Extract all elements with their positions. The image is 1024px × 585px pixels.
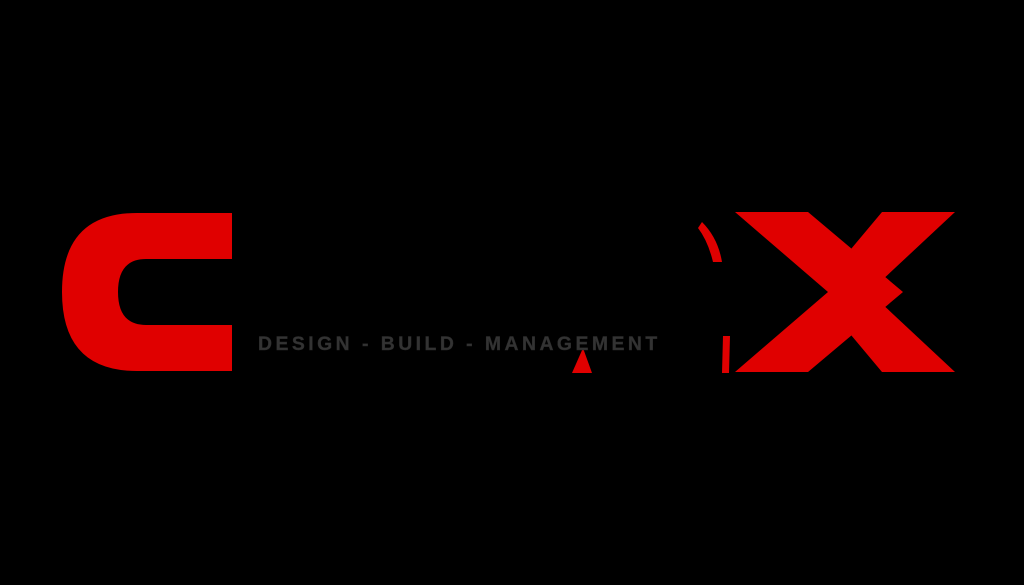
letter-c-mark [62,213,232,371]
letter-x-lower-right-wedge [846,301,955,372]
hidden-letter-crescent-fragment [698,222,722,262]
letter-x-left-chevron [735,212,903,372]
letter-x-upper-right-wedge [846,212,955,283]
hidden-letter-triangle-fragment [572,348,592,373]
hidden-letter-stem-fragment [722,336,730,373]
